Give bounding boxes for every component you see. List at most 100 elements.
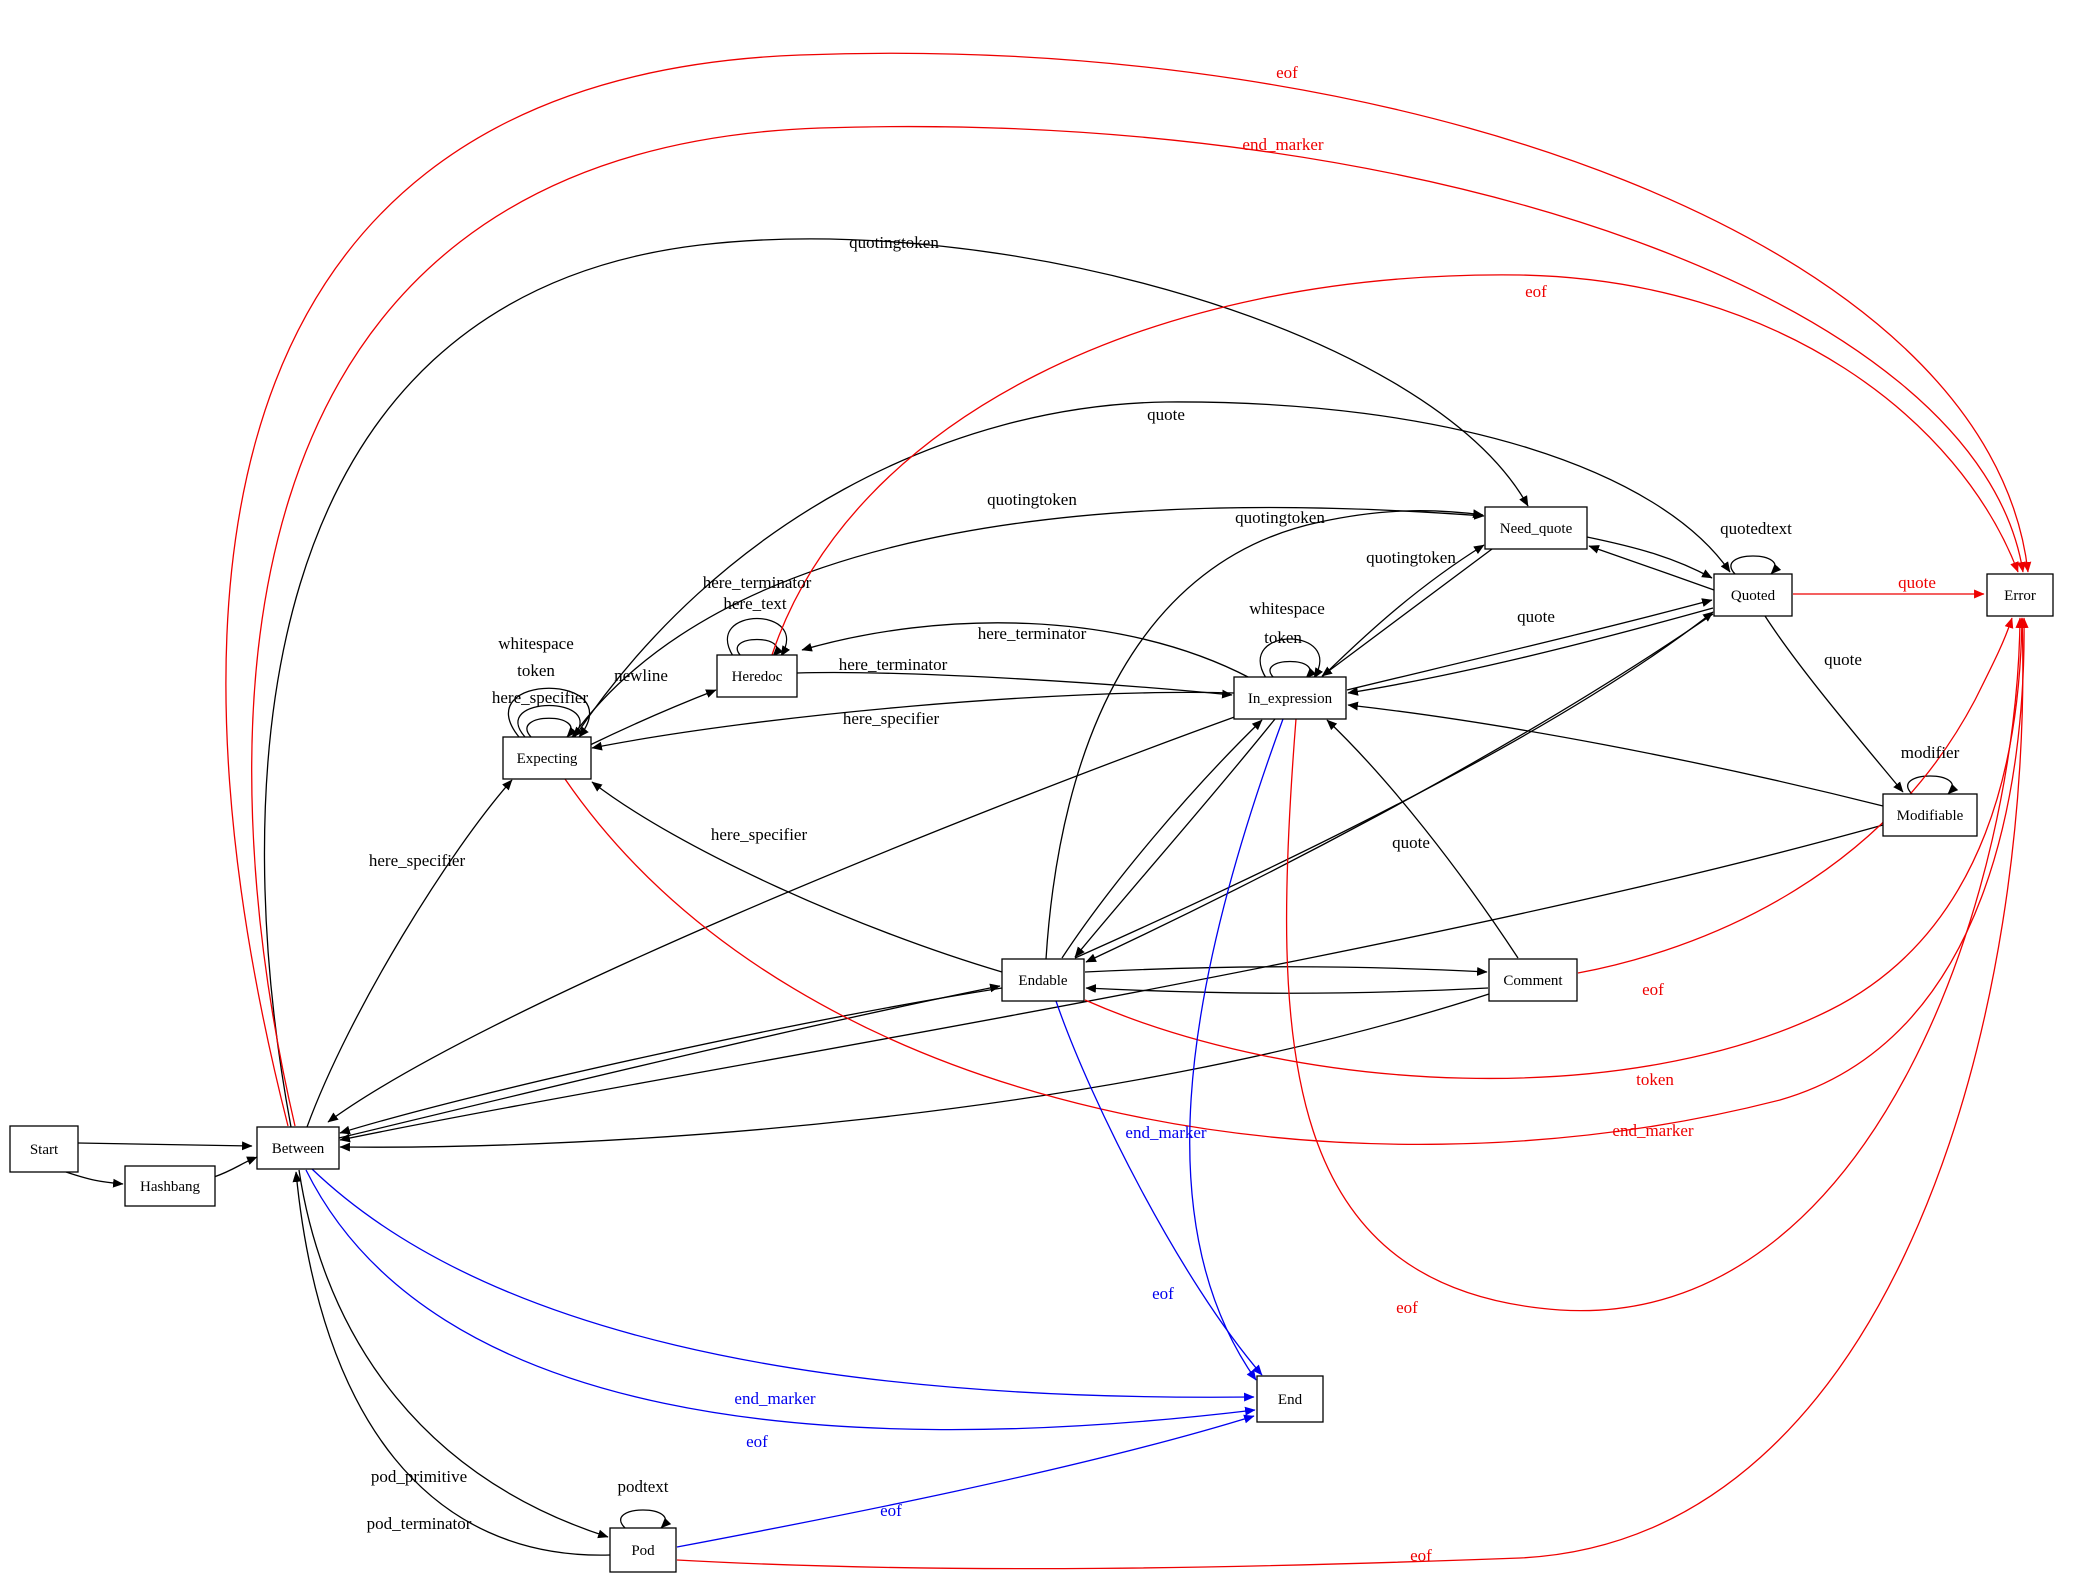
edge-heredoc-to-heredoc-here_terminator	[726, 617, 791, 657]
edge-label-pod_primitive: pod_primitive	[371, 1467, 467, 1486]
edge-label-here_text: here_text	[723, 594, 787, 613]
node-label-comment: Comment	[1503, 973, 1563, 989]
node-heredoc[interactable]: Heredoc	[716, 654, 798, 698]
node-start[interactable]: Start	[9, 1125, 79, 1173]
node-box-comment	[1488, 958, 1578, 1002]
node-error[interactable]: Error	[1986, 573, 2054, 617]
edge-pod-to-between-pod_terminator	[292, 1171, 611, 1556]
edge-label-eof: eof	[1410, 1546, 1432, 1565]
edge-label-end_marker: end_marker	[1242, 135, 1324, 154]
node-quoted[interactable]: Quoted	[1713, 573, 1793, 617]
edge-in_expression-to-end-eof	[1189, 718, 1284, 1381]
edge-endable-to-need_quote-quotingtoken	[1045, 509, 1484, 960]
edge-in_expression-to-in_expression-token	[1269, 660, 1317, 679]
edge-in_expression-to-need_quote-quotingtoken	[1321, 544, 1485, 678]
node-box-start	[9, 1125, 79, 1173]
edge-endable-to-in_expression	[1061, 719, 1263, 959]
edge-label-end_marker: end_marker	[734, 1389, 816, 1408]
edge-label-eof: eof	[880, 1501, 902, 1520]
edge-label-token: token	[517, 661, 555, 680]
edge-label-token: token	[1636, 1070, 1674, 1089]
node-box-quoted	[1713, 573, 1793, 617]
edge-start-to-hashbang	[65, 1171, 124, 1188]
edge-label-quote: quote	[1517, 607, 1555, 626]
node-need_quote[interactable]: Need_quote	[1484, 506, 1588, 550]
node-endable[interactable]: Endable	[1001, 958, 1085, 1002]
edge-pod-to-error-eof	[676, 617, 2027, 1570]
edge-between-to-error-eof	[225, 52, 2032, 1127]
node-box-pod	[609, 1527, 677, 1573]
edge-label-quote: quote	[1898, 573, 1936, 592]
node-box-modifiable	[1882, 793, 1978, 837]
edge-endable-to-end-end_marker	[1055, 1000, 1263, 1376]
edge-in_expression-to-error-eof	[1285, 617, 2025, 1312]
node-label-end: End	[1278, 1392, 1303, 1408]
node-label-modifiable: Modifiable	[1897, 808, 1964, 824]
edge-label-token: token	[1264, 628, 1302, 647]
edge-need_quote-to-in_expression	[1321, 548, 1493, 677]
edge-in_expression-to-expecting-here_specifier	[591, 691, 1235, 751]
node-modifiable[interactable]: Modifiable	[1882, 793, 1978, 837]
edge-expecting-to-error-end_marker	[564, 617, 2029, 1146]
node-box-between	[256, 1126, 340, 1170]
edges-layer	[65, 52, 2032, 1570]
edge-endable-to-error-token	[1084, 617, 2027, 1080]
edge-label-eof: eof	[746, 1432, 768, 1451]
edge-in_expression-to-quoted-quote	[1346, 598, 1713, 691]
edge-label-quotingtoken: quotingtoken	[849, 233, 939, 252]
edge-label-here_specifier: here_specifier	[369, 851, 466, 870]
node-between[interactable]: Between	[256, 1126, 340, 1170]
edge-label-quote: quote	[1147, 405, 1185, 424]
edge-heredoc-to-in_expression-here_terminator	[796, 671, 1233, 699]
edge-label-eof: eof	[1642, 980, 1664, 999]
edge-expecting-to-quoted-quote	[573, 401, 1731, 739]
edge-start-to-between	[77, 1141, 253, 1151]
edge-endable-to-expecting-here_specifier	[591, 781, 1003, 973]
edge-hashbang-to-between	[213, 1156, 258, 1178]
edge-comment-to-between	[339, 993, 1490, 1152]
edge-label-quotingtoken: quotingtoken	[1366, 548, 1456, 567]
edge-heredoc-to-heredoc-here_text	[736, 638, 784, 657]
node-box-in_expression	[1233, 676, 1347, 720]
edge-label-pod_terminator: pod_terminator	[367, 1514, 472, 1533]
node-expecting[interactable]: Expecting	[502, 736, 592, 780]
node-label-need_quote: Need_quote	[1500, 521, 1573, 537]
edge-label-quote: quote	[1824, 650, 1862, 669]
node-label-heredoc: Heredoc	[732, 669, 783, 685]
edge-label-podtext: podtext	[618, 1477, 669, 1496]
node-label-expecting: Expecting	[517, 751, 578, 767]
edge-label-end_marker: end_marker	[1612, 1121, 1694, 1140]
edge-heredoc-to-error-eof	[771, 274, 2019, 656]
node-label-start: Start	[30, 1142, 59, 1158]
edge-modifiable-to-in_expression	[1347, 701, 1884, 807]
node-box-hashbang	[124, 1165, 216, 1207]
edge-between-to-need_quote-quotingtoken	[263, 238, 1529, 1128]
node-box-error	[1986, 573, 2054, 617]
node-label-endable: Endable	[1018, 973, 1067, 989]
edge-label-end_marker: end_marker	[1125, 1123, 1207, 1142]
node-hashbang[interactable]: Hashbang	[124, 1165, 216, 1207]
edge-quoted-to-modifiable-quote	[1764, 615, 1904, 793]
edge-comment-to-endable	[1085, 984, 1489, 994]
node-pod[interactable]: Pod	[609, 1527, 677, 1573]
edge-label-newline: newline	[614, 666, 668, 685]
edge-endable-to-quoted-quote	[1074, 611, 1714, 959]
edge-quoted-to-in_expression	[1347, 607, 1714, 696]
node-comment[interactable]: Comment	[1488, 958, 1578, 1002]
edge-between-to-endable	[338, 983, 1001, 1139]
node-in_expression[interactable]: In_expression	[1233, 676, 1347, 720]
edge-endable-to-between	[339, 987, 1003, 1135]
edge-label-here_terminator: here_terminator	[978, 624, 1087, 643]
edge-label-eof: eof	[1525, 282, 1547, 301]
node-label-hashbang: Hashbang	[140, 1179, 200, 1195]
edge-between-to-pod-pod_primitive	[298, 1169, 609, 1539]
edge-labels-layer: here_specifierhere_specifiertokenwhitesp…	[367, 63, 1960, 1565]
node-label-in_expression: In_expression	[1248, 691, 1333, 707]
node-end[interactable]: End	[1256, 1375, 1324, 1423]
edge-modifiable-to-modifiable-modifier	[1907, 775, 1959, 795]
edge-between-to-end-eof	[305, 1169, 1256, 1431]
edge-label-quotingtoken: quotingtoken	[987, 490, 1077, 509]
edge-label-quote: quote	[1392, 833, 1430, 852]
